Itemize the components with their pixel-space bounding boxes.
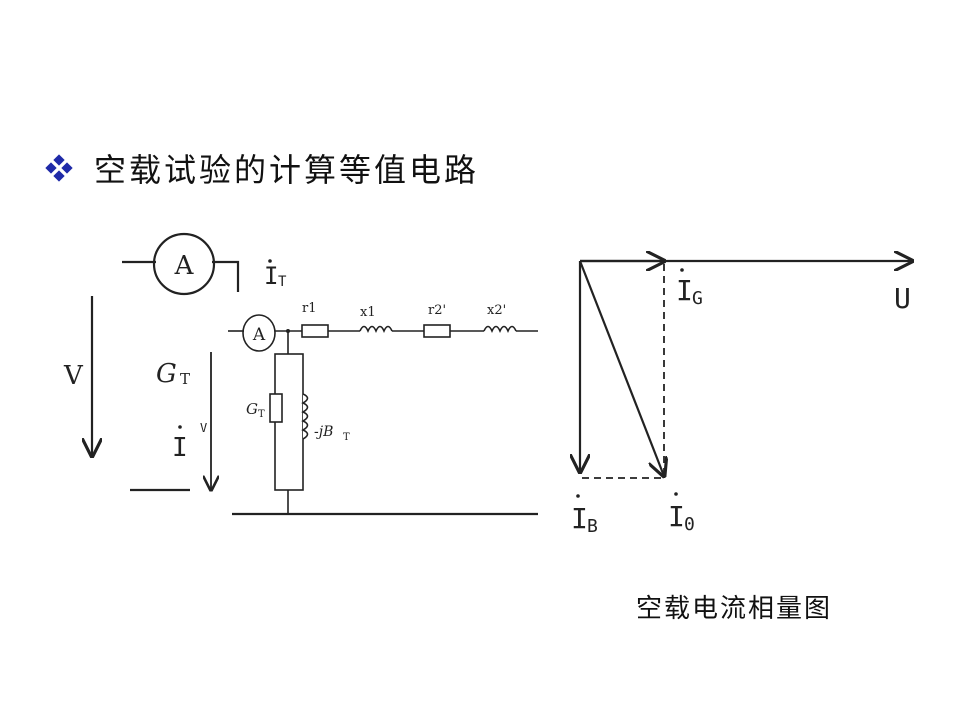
x1-label: x1 [360,305,376,320]
svg-text:G: G [246,400,258,418]
phasor-diagram [580,261,912,478]
svg-text:0: 0 [684,514,695,535]
inner-ammeter [242,314,276,352]
svg-text:T: T [343,432,350,443]
current-mid-label: I V [172,421,207,463]
inductor-x2 [483,325,517,333]
svg-text:T: T [180,370,190,388]
svg-text:G: G [156,359,177,389]
inner-ammeter-label: A [252,325,266,345]
phasor-ig-label: I G [676,268,703,309]
slide-heading: 空载试验的计算等值电路 [44,146,479,190]
r2-label: r2' [428,303,446,318]
outer-ammeter [152,232,216,296]
inner-conductance-label: G T [246,400,265,420]
svg-text:I: I [172,433,188,463]
outer-conductance-label: G T [156,359,190,389]
phasor-u-label: U [894,282,911,315]
svg-text:V: V [200,421,207,435]
outer-circuit [122,232,240,492]
svg-text:G: G [692,288,703,309]
susceptance-label: -jB T [314,424,350,443]
conductance-gt-element [269,393,283,423]
svg-text:I: I [668,500,685,533]
svg-text:T: T [278,274,287,290]
susceptance-bt-element [301,393,309,440]
junction-dot [286,329,290,333]
svg-text:B: B [587,516,598,537]
svg-text:T: T [258,409,265,420]
outer-ammeter-label: A [174,251,195,281]
phasor-i0 [578,260,664,476]
svg-text:-jB: -jB [314,424,333,440]
phasor-ib-label: I B [571,494,598,537]
phasor-diagram-caption: 空载电流相量图 [636,594,833,624]
svg-text:I: I [264,262,278,290]
svg-text:I: I [571,502,588,535]
x2-label: x2' [487,303,506,318]
four-diamond-bullet-icon [45,154,73,182]
page-title: 空载试验的计算等值电路 [94,151,480,189]
current-top-label: I T [264,259,287,290]
voltage-label: V [63,361,84,391]
inductor-x1 [359,325,393,333]
resistor-r2 [423,324,451,338]
phasor-i0-label: I 0 [668,492,695,535]
r1-label: r1 [302,301,317,316]
inner-circuit [228,314,538,514]
svg-text:I: I [676,274,693,307]
resistor-r1 [301,324,329,338]
